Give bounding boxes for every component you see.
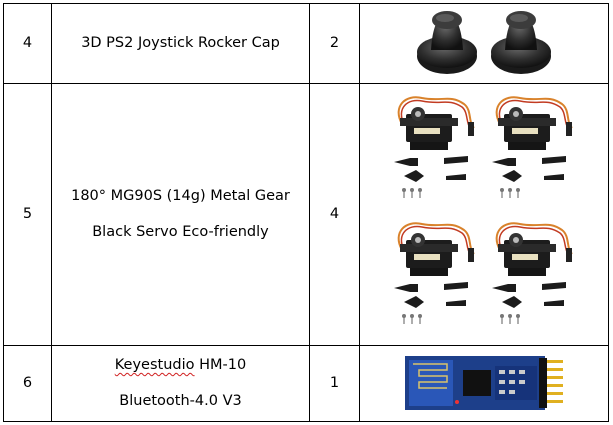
part-name: 3D PS2 Joystick Rocker Cap <box>81 35 280 51</box>
picture-cell <box>359 345 609 421</box>
parts-table: 4 3D PS2 Joystick Rocker Cap 2 <box>3 3 609 422</box>
part-name-line2: Bluetooth-4.0 V3 <box>119 393 242 409</box>
row-number-cell: 6 <box>3 345 51 421</box>
row-number: 4 <box>22 35 33 51</box>
quantity-cell: 1 <box>309 345 359 421</box>
quantity: 4 <box>329 206 340 222</box>
table-top-border <box>3 3 609 4</box>
bluetooth-module-icon <box>405 356 563 410</box>
row-number: 6 <box>22 375 33 391</box>
part-name-line2: Black Servo Eco-friendly <box>92 224 269 240</box>
joystick-caps-icon <box>417 11 551 74</box>
model-name: HM-10 <box>194 357 247 373</box>
part-name-cell: 180° MG90S (14g) Metal Gear Black Servo … <box>51 83 309 345</box>
part-name-cell: 3D PS2 Joystick Rocker Cap <box>51 3 309 83</box>
row-number-cell: 4 <box>3 3 51 83</box>
picture-cell <box>359 83 609 345</box>
part-name-cell: Keyestudio HM-10 Bluetooth-4.0 V3 <box>51 345 309 421</box>
picture-cell <box>359 3 609 83</box>
brand-name: Keyestudio <box>114 357 195 373</box>
row-number-cell: 5 <box>3 83 51 345</box>
quantity: 1 <box>329 375 340 391</box>
servo-motors-icon <box>393 96 573 325</box>
table-row: 4 3D PS2 Joystick Rocker Cap 2 <box>3 3 609 84</box>
quantity-cell: 4 <box>309 83 359 345</box>
part-name-line1: Keyestudio HM-10 <box>115 347 246 383</box>
part-name-line1: 180° MG90S (14g) Metal Gear <box>71 188 290 204</box>
quantity-cell: 2 <box>309 3 359 83</box>
quantity: 2 <box>329 35 340 51</box>
table-row: 6 Keyestudio HM-10 Bluetooth-4.0 V3 1 <box>3 345 609 422</box>
row-number: 5 <box>22 206 33 222</box>
table-row: 5 180° MG90S (14g) Metal Gear Black Serv… <box>3 83 609 346</box>
